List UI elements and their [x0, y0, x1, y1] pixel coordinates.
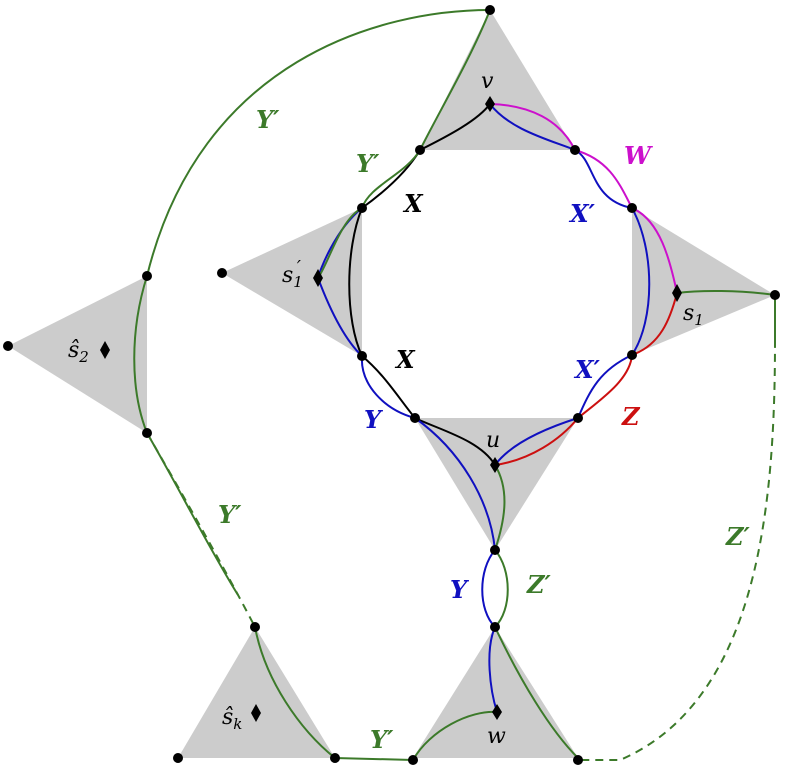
edge-green-s1: [676, 289, 776, 296]
edge-Z-u: [494, 417, 579, 466]
edge-labels: X X X′ X′ Y Y Y′ Y′ Y′ Y′ W Z Z′ Z′: [218, 105, 751, 754]
edge-green-s2: [133, 275, 148, 434]
edge-green-bottom-right: [494, 626, 579, 759]
node-bottom-left: [408, 755, 418, 765]
node-left-tip: [217, 268, 227, 278]
node-bottom-top: [490, 622, 500, 632]
label-Zp-middle: Z′: [526, 570, 552, 599]
vertex-labels: v u w s1 s1′ ŝ2 ŝk: [68, 69, 704, 749]
node-left-top: [357, 203, 367, 213]
node-center-right: [573, 413, 583, 423]
node-s2-top: [142, 271, 152, 281]
edge-W-top-right: [574, 149, 633, 209]
edge-blue-Y-loop: [481, 549, 496, 628]
edge-green-outer-left: [146, 432, 239, 596]
node-top-right: [570, 145, 580, 155]
node-right-tip: [770, 290, 780, 300]
edge-green-Zp-dashed: [578, 339, 776, 761]
edge-W-v: [489, 103, 576, 151]
triangle-sk: [178, 627, 335, 758]
edges-blue: [316, 103, 651, 713]
edges-Z: [494, 292, 678, 466]
diamonds: [100, 96, 682, 722]
label-s1p: s1′: [282, 257, 303, 291]
label-u: u: [486, 428, 500, 453]
edge-blue-top-right: [574, 149, 633, 209]
edge-Z-s1: [631, 292, 678, 356]
edge-green-left-top: [361, 149, 421, 209]
edge-green-s1p: [317, 207, 363, 279]
label-Yp-outer-left: Y′: [218, 500, 242, 529]
node-top-left: [415, 145, 425, 155]
node-center-bottom: [490, 545, 500, 555]
label-Yp-bottom: Y′: [370, 725, 394, 754]
edge-blue-right: [631, 207, 651, 356]
triangle-right: [632, 208, 775, 355]
edge-green-outer-top: [146, 9, 491, 277]
node-left-bottom: [357, 351, 367, 361]
node-sk-right: [330, 753, 340, 763]
edge-blue-u-right: [494, 417, 579, 466]
node-right-top: [627, 203, 637, 213]
edge-blue-right-bottom: [577, 354, 633, 419]
diamond-sk: [251, 704, 261, 722]
edge-X-left: [348, 207, 363, 357]
edge-green-Zp-loop: [494, 549, 509, 628]
diamond-s1: [672, 284, 682, 302]
label-s1: s1: [683, 301, 704, 329]
diamond-s2: [100, 341, 110, 359]
label-Yp-outer-top: Y′: [256, 105, 280, 134]
node-bottom-right: [573, 755, 583, 765]
node-s2-tip: [3, 341, 13, 351]
label-Yp-top-left: Y′: [356, 149, 380, 178]
edges-green: [133, 9, 776, 761]
edge-green-u-down: [494, 464, 506, 551]
node-right-bottom: [627, 350, 637, 360]
edge-W-s1: [631, 207, 678, 294]
node-center-left: [410, 413, 420, 423]
node-s2-bottom: [142, 428, 152, 438]
triangle-left: [222, 208, 362, 356]
label-Y-left: Y: [364, 405, 384, 434]
label-X-top: X: [402, 189, 424, 218]
edge-X-top: [419, 103, 491, 151]
label-w: w: [487, 724, 506, 749]
edge-green-bottom: [334, 757, 414, 761]
edge-blue-center-down: [414, 417, 496, 551]
triangle-s2: [8, 276, 147, 433]
node-sk-top: [250, 622, 260, 632]
edge-X-left-bottom: [361, 355, 416, 419]
diamond-v: [485, 96, 495, 112]
diamond-u: [490, 457, 500, 473]
label-W: W: [624, 141, 653, 170]
edge-X-center: [414, 417, 496, 466]
label-sk: ŝk: [222, 705, 242, 733]
edge-green-sk: [254, 626, 336, 759]
node-top: [485, 5, 495, 15]
diamond-w: [492, 704, 502, 720]
label-v: v: [481, 69, 494, 94]
label-Zp-right: Z′: [725, 522, 751, 551]
label-Z: Z: [621, 402, 641, 431]
triangle-top: [420, 10, 575, 150]
edge-blue-v: [489, 103, 576, 151]
diamond-s1p: [313, 269, 323, 287]
edge-Z-right: [577, 354, 633, 419]
edge-blue-left-loop: [360, 355, 416, 419]
edge-blue-w: [488, 626, 498, 713]
label-X-left: X: [394, 345, 416, 374]
gadget-triangles: [8, 10, 775, 758]
label-s2: ŝ2: [68, 338, 89, 366]
label-Y-bottom: Y: [450, 575, 470, 604]
triangle-bottom: [413, 627, 578, 758]
edge-green-top-left: [419, 9, 491, 151]
edge-green-w: [412, 710, 498, 761]
label-Xp-right-top: X′: [568, 199, 596, 228]
nodes: [3, 5, 780, 765]
node-sk-left: [173, 753, 183, 763]
edges-W: [489, 103, 678, 294]
label-Xp-right-bottom: X′: [573, 355, 601, 384]
